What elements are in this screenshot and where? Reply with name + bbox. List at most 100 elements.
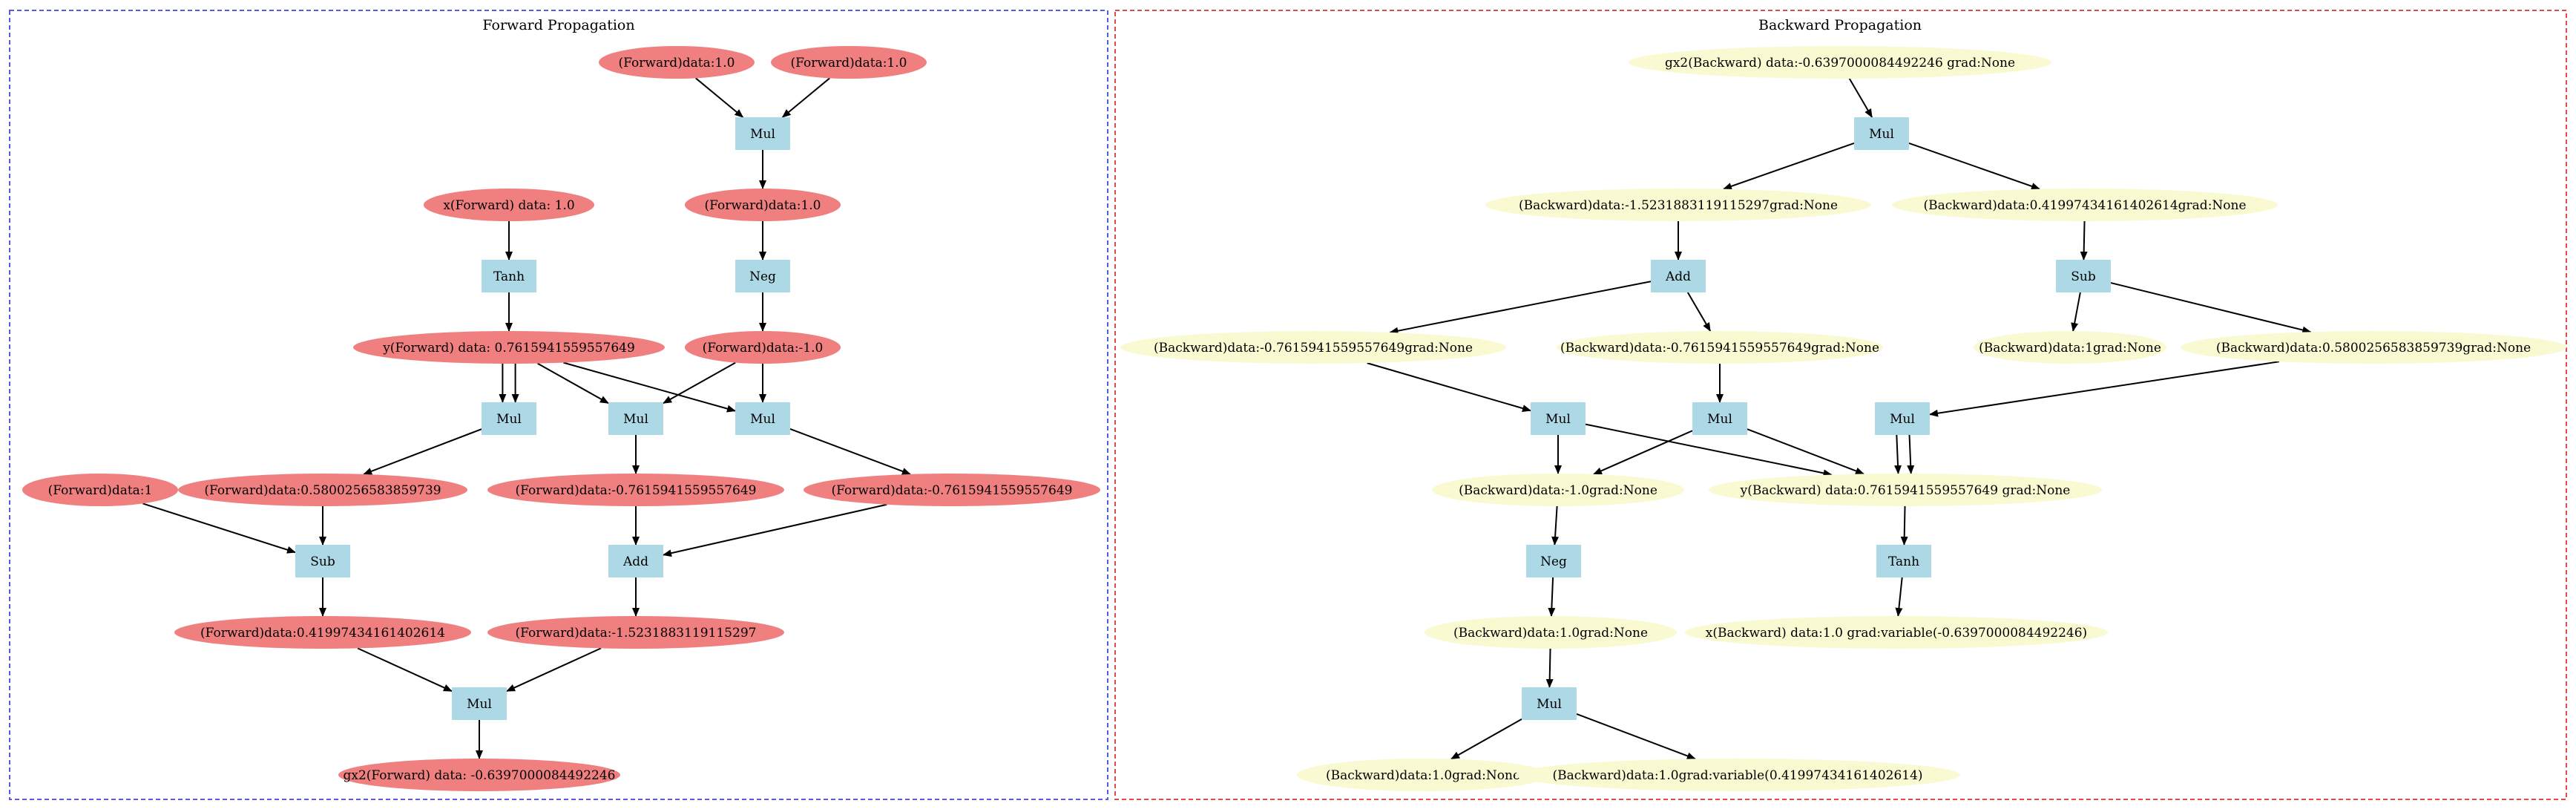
node-label: Neg (1540, 554, 1567, 569)
op-box (482, 260, 536, 292)
edge-b_mul3-to-b_y (1747, 428, 1864, 475)
value-node-f-one: (Forward)data:1 (22, 474, 178, 506)
node-label: Mul (750, 127, 775, 142)
node-label: (Backward)data:-1.5231883119115297grad:N… (1519, 198, 1838, 213)
node-label: Sub (2071, 269, 2096, 284)
node-label: Mul (1890, 412, 1915, 427)
edge-b_sub-to-b_s3 (2071, 292, 2081, 332)
backward-panel: Backward Propagation gx2(Backward) data:… (1114, 10, 2567, 800)
forward-nodes: (Forward)data:1.0(Forward)data:1.0Mulx(F… (22, 46, 1100, 791)
forward-edges (142, 77, 911, 759)
node-label: (Backward)data:-1.0grad:None (1459, 483, 1657, 498)
value-ellipse (487, 616, 784, 649)
value-node-f-x: x(Forward) data: 1.0 (424, 189, 594, 221)
node-label: Add (1665, 269, 1691, 284)
node-label: (Forward)data:1.0 (619, 56, 735, 71)
edge-b_gx2-to-b_mul1 (1848, 78, 1873, 118)
value-ellipse (1974, 331, 2166, 364)
op-box (1531, 402, 1586, 435)
node-label: (Backward)data:1.0grad:variable(0.419974… (1552, 768, 1922, 783)
forward-panel: Forward Propagation (Forward)data:1.0(Fo… (9, 10, 1108, 800)
backward-panel-border (1114, 10, 2567, 800)
edge-f_y-to-f_mul3 (537, 362, 609, 405)
value-node-b-v1: (Backward)data:1.0grad:None (1297, 759, 1549, 791)
op-node-b-mul1: Mul (1854, 117, 1909, 150)
node-label: gx2(Forward) data: -0.6397000084492246 (343, 768, 615, 783)
edge-b_mul1-to-b_r2 (1908, 143, 2040, 190)
edge-b_s1-to-b_mul2 (1367, 362, 1531, 412)
node-label: (Forward)data:-0.7615941559557649 (516, 483, 757, 498)
node-label: Mul (750, 412, 775, 427)
op-box (735, 402, 790, 435)
op-box (735, 260, 790, 292)
forward-panel-title: Forward Propagation (482, 17, 634, 33)
op-node-f-mul3: Mul (608, 402, 663, 435)
edge-f_cm1-to-f_mul3 (663, 361, 736, 405)
value-node-f-e1: (Forward)data:0.41997434161402614 (174, 616, 471, 649)
edge-b_add-to-b_s2 (1686, 292, 1712, 332)
value-node-b-s4: (Backward)data:0.5800256583859739grad:No… (2181, 331, 2566, 364)
op-box (1875, 402, 1930, 435)
op-box (1651, 260, 1706, 292)
edge-b_y-to-b_tanh (1900, 505, 1908, 546)
node-label: y(Forward) data: 0.7615941559557649 (382, 341, 635, 356)
node-label: (Backward)data:-0.7615941559557649grad:N… (1560, 341, 1879, 356)
value-node-b-t1: (Backward)data:-1.0grad:None (1432, 474, 1684, 506)
op-box (1526, 545, 1581, 577)
node-label: Mul (467, 697, 492, 712)
node-label: (Forward)data:0.41997434161402614 (200, 626, 445, 641)
node-label: (Backward)data:1.0grad:None (1453, 626, 1648, 641)
edge-f_mul4-to-f_d3 (789, 428, 911, 475)
edge-f_mul2-to-f_d1 (363, 428, 482, 475)
op-node-f-mul1: Mul (735, 117, 790, 150)
value-ellipse (178, 474, 467, 506)
edge-b_mul5-to-b_v2 (1576, 713, 1696, 760)
edge-b_t1-to-b_neg (1551, 505, 1560, 546)
value-ellipse (1629, 46, 2051, 79)
value-ellipse (424, 189, 594, 221)
value-node-b-s3: (Backward)data:1grad:None (1974, 331, 2166, 364)
edge-f_y-to-f_mul4 (563, 361, 736, 413)
edge-f_d3-to-f_add (663, 503, 887, 557)
node-label: Mul (1545, 412, 1571, 427)
value-ellipse (599, 46, 755, 79)
op-node-b-mul5: Mul (1522, 687, 1577, 720)
value-node-b-s1: (Backward)data:-0.7615941559557649grad:N… (1120, 331, 1506, 364)
op-box (735, 117, 790, 150)
op-node-f-tanh: Tanh (482, 260, 536, 292)
node-label: (Backward)data:1grad:None (1979, 341, 2161, 356)
value-node-b-u1: (Backward)data:1.0grad:None (1425, 616, 1677, 649)
op-node-b-neg: Neg (1526, 545, 1581, 577)
value-ellipse (353, 331, 665, 364)
backward-edges (1367, 78, 2312, 760)
value-node-b-y: y(Backward) data:0.7615941559557649 grad… (1709, 474, 2102, 506)
value-node-f-c1: (Forward)data:1.0 (685, 189, 841, 221)
backward-nodes: gx2(Backward) data:-0.6397000084492246 g… (1120, 46, 2566, 791)
value-node-b-v2: (Backward)data:1.0grad:variable(0.419974… (1515, 759, 1960, 791)
value-ellipse (1425, 616, 1677, 649)
value-node-f-y: y(Forward) data: 0.7615941559557649 (353, 331, 665, 364)
node-label: Mul (496, 412, 522, 427)
backward-panel-title: Backward Propagation (1758, 17, 1922, 33)
edge-b_sub-to-b_s4 (2110, 282, 2312, 334)
op-box (2056, 260, 2111, 292)
op-node-b-mul2: Mul (1531, 402, 1586, 435)
value-node-b-r2: (Backward)data:0.41997434161402614grad:N… (1892, 189, 2278, 221)
op-box (1854, 117, 1909, 150)
op-box (1522, 687, 1577, 720)
op-node-b-tanh: Tanh (1876, 545, 1931, 577)
node-label: x(Backward) data:1.0 grad:variable(-0.63… (1706, 626, 2087, 641)
value-ellipse (174, 616, 471, 649)
value-node-f-gx2: gx2(Forward) data: -0.6397000084492246 (338, 759, 620, 791)
value-ellipse (1515, 759, 1960, 791)
op-node-f-add: Add (608, 545, 663, 577)
edge-b_mul4-to-b_y (1894, 434, 1902, 475)
edge-b_tanh-to-b_x (1895, 577, 1903, 617)
value-ellipse (1485, 189, 1871, 221)
node-label: (Forward)data:1 (48, 483, 153, 498)
node-label: (Forward)data:1.0 (791, 56, 907, 71)
edge-f_e2-to-f_mul5 (506, 647, 602, 693)
op-box (482, 402, 536, 435)
edge-b_s4-to-b_mul4 (1929, 361, 2280, 417)
value-node-b-gx2: gx2(Backward) data:-0.6397000084492246 g… (1629, 46, 2051, 79)
